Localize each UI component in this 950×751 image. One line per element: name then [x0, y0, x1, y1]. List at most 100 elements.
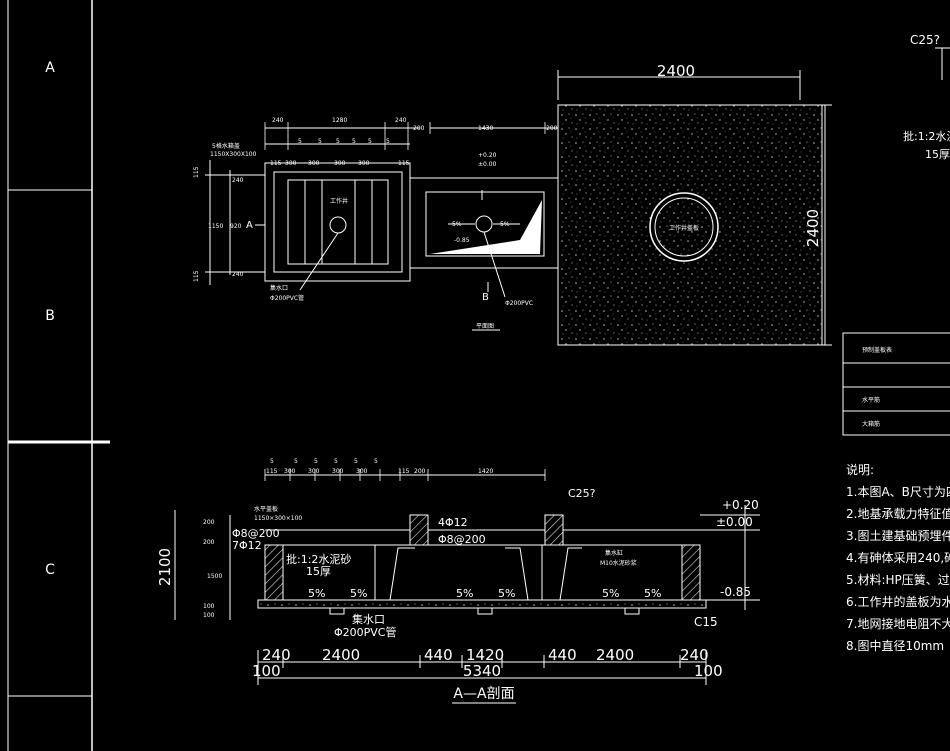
sec-sub-4: 300 — [332, 468, 344, 475]
left-frame — [7, 0, 110, 751]
plan-pipe-label-left: 集水口 — [270, 284, 288, 292]
plan-row-dim-2: 300 — [285, 160, 297, 167]
table-row-4: 大箱筋 — [862, 420, 880, 428]
sec-drain: 集水口 — [352, 612, 385, 626]
rebar-table — [842, 332, 950, 436]
plan-sub-5: 5 — [368, 138, 372, 145]
sec-top-3: 5 — [314, 458, 318, 465]
plan-side-dim-2: 240 — [232, 177, 244, 184]
plan-level-zero: ±0.00 — [478, 161, 497, 168]
cover-plate-square — [557, 104, 823, 346]
sec-phi7: 7Φ12 — [232, 539, 262, 552]
sec-sub-2: 300 — [284, 468, 296, 475]
note-3: 3.图土建基础预埋件尺寸 — [846, 529, 950, 543]
note-8: 8.图中直径10mm（含 — [846, 638, 950, 653]
sec-slope-4: 5% — [498, 587, 515, 600]
sec-slope-5: 5% — [602, 587, 619, 600]
notes-heading: 说明: — [846, 462, 874, 477]
note-1: 1.本图A、B尺寸为四间 — [846, 485, 950, 499]
sec-slope-2: 5% — [350, 587, 367, 600]
note-7: 7.地网接地电阻不大于4 — [846, 616, 950, 631]
sec-level-plus: +0.20 — [722, 498, 759, 512]
sec-level-zero: ±0.00 — [716, 515, 753, 529]
sec-bdim-2: 2400 — [322, 646, 360, 664]
cover-width: 2400 — [657, 62, 695, 80]
sec-end-right: 100 — [694, 662, 723, 680]
plan-side-dim-3: 1150 — [208, 223, 223, 230]
row-label-b: B — [45, 308, 55, 324]
right-c25: C25? — [910, 33, 940, 47]
plan-sub-4: 5 — [352, 138, 356, 145]
sec-sub-5: 300 — [356, 468, 368, 475]
plan-row-dim-3: 300 — [308, 160, 320, 167]
sec-slope-6: 5% — [644, 587, 661, 600]
sec-pvc: Φ200PVC管 — [334, 625, 397, 639]
plan-dim-3: 240 — [395, 117, 407, 124]
sec-c25: C25? — [568, 487, 596, 500]
sec-bar1: 4Φ12 — [438, 516, 468, 529]
section-left-wall — [264, 544, 284, 601]
sec-end-left: 100 — [252, 662, 281, 680]
plan-well-label: 工作井 — [330, 197, 348, 205]
section-mid-beam-2 — [544, 514, 564, 546]
plan-side-dim-1: 115 — [193, 166, 200, 178]
sec-inner-1: 集水缸 — [605, 549, 623, 557]
section-mid-beam-1 — [409, 514, 429, 546]
sec-cover-label: 水平盖板 — [254, 505, 278, 513]
plan-side-dim-4: 920 — [230, 223, 242, 230]
plan-sub-1: 5 — [298, 138, 302, 145]
sec-cover-size: 1150×300×100 — [254, 515, 302, 522]
right-mortar-thick: 15厚 — [925, 148, 950, 161]
plan-row-dim-5: 300 — [358, 160, 370, 167]
plan-sub-3: 5 — [336, 138, 340, 145]
sec-sub-3: 300 — [308, 468, 320, 475]
sec-bar2: Φ8@200 — [438, 533, 486, 546]
sec-c15: C15 — [694, 615, 718, 629]
sec-mortar-thick: 15厚 — [306, 565, 331, 578]
sec-total: 5340 — [463, 662, 501, 680]
plan-view — [205, 122, 560, 331]
sec-bdim-7: 240 — [680, 646, 709, 664]
plan-level-minus: -0.85 — [454, 237, 470, 244]
plan-dim-6: 200 — [546, 125, 558, 132]
sec-height: 2100 — [156, 548, 174, 586]
plan-side-dim-6: 115 — [193, 270, 200, 282]
sec-vert-2: 200 — [203, 539, 215, 546]
sec-bdim-1: 240 — [262, 646, 291, 664]
sec-mortar: 批:1:2水泥砂 — [286, 552, 351, 566]
sec-vert-3: 1500 — [207, 573, 222, 580]
section-right-wall — [681, 544, 701, 601]
table-row-3: 水平筋 — [862, 396, 880, 404]
sec-vert-4: 100 — [203, 603, 215, 610]
plan-slope-right: 5% — [500, 221, 510, 228]
sec-sub-8: 1420 — [478, 468, 493, 475]
sec-vert-5: 100 — [203, 612, 215, 619]
plan-section-mark-b: B — [482, 292, 489, 303]
sec-sub-1: 115 — [266, 468, 278, 475]
note-4: 4.有砷体采用240,砷M — [846, 551, 950, 565]
plan-pipe-left: Φ200PVC管 — [270, 294, 304, 302]
plan-title: 平面图 — [476, 323, 494, 330]
sec-level-minus: -0.85 — [720, 585, 751, 599]
plan-dim-2: 1280 — [332, 117, 347, 124]
plan-sub-6: 5 — [386, 138, 390, 145]
sec-inner-2: M10水泥砂浆 — [600, 559, 637, 567]
sec-top-4: 5 — [334, 458, 338, 465]
note-2: 2.地基承载力特征值按f — [846, 506, 950, 521]
plan-slope-left: 5% — [452, 221, 462, 228]
sec-sub-7: 200 — [414, 468, 426, 475]
right-mortar: 批:1:2水泥砂浆 — [903, 129, 950, 143]
plan-dim-5: 1430 — [478, 125, 493, 132]
plan-cover-label: 5格水箱盖 — [212, 142, 240, 150]
section-base-slab — [257, 599, 707, 609]
plan-row-dim-4: 300 — [334, 160, 346, 167]
sec-top-2: 5 — [294, 458, 298, 465]
plan-dim-4: 200 — [413, 125, 425, 132]
plan-section-mark-a: A — [246, 220, 253, 231]
sec-top-5: 5 — [354, 458, 358, 465]
table-row-1: 预制盖板表 — [862, 346, 892, 354]
note-6: 6.工作井的盖板为水泥预 — [846, 594, 950, 609]
cover-center-label: 工作井盖板 — [669, 224, 699, 232]
section-title: A—A剖面 — [453, 686, 514, 702]
